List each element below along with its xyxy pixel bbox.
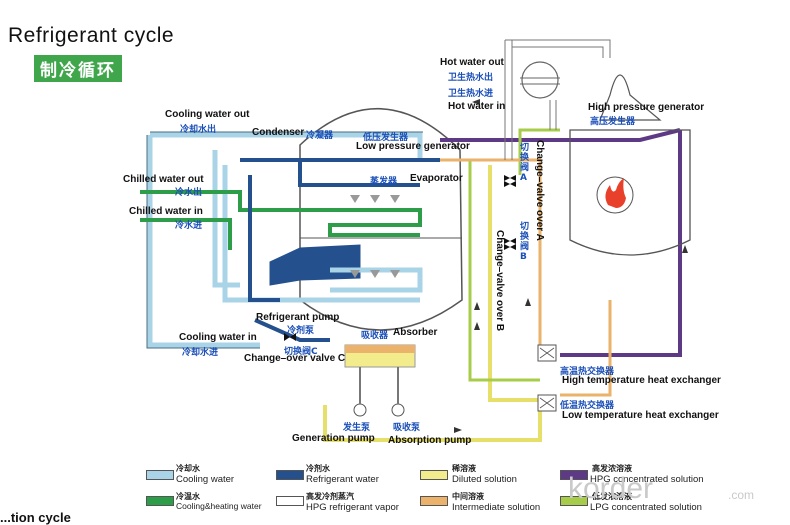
absorption-pump-icon (391, 403, 405, 417)
legend-en-1: Refrigerant water (306, 474, 379, 485)
label-absorber-zh: 吸收器 (361, 331, 389, 341)
high-pressure-generator (569, 129, 691, 256)
label-low-temp-hx: Low temperature heat exchanger (562, 410, 719, 421)
legend-en-4: Cooling&heating water (176, 501, 262, 511)
legend-zh-3: 高发浓溶液 (592, 464, 632, 473)
label-hot-water-out: Hot water out (440, 57, 504, 68)
label-chilled-water-in-zh: 冷水进 (175, 221, 203, 231)
label-change-over-valve-c-zh: 切换阀C (284, 347, 318, 357)
valve-c-icon (284, 333, 296, 341)
legend-zh-0: 冷却水 (176, 464, 200, 473)
label-evaporator: Evaporator (410, 173, 463, 184)
valve-a-icon (504, 175, 516, 187)
label-high-pressure-generator-zh: 高压发生器 (590, 117, 636, 127)
main-vessel (299, 108, 463, 331)
legend-en-7: LPG concentrated solution (590, 502, 702, 513)
legend-swatch-0 (146, 470, 174, 480)
chilled-water-lines (140, 190, 422, 250)
watermark-suffix: .com (728, 488, 755, 502)
label-generation-pump: Generation pump (292, 433, 375, 444)
label-evaporator-zh: 蒸发器 (370, 177, 398, 187)
cooling-water-lines (147, 132, 423, 348)
hot-water-exchanger (521, 61, 559, 99)
label-low-pressure-generator-zh: 低压发生器 (363, 133, 409, 143)
label-refrigerant-pump: Refrigerant pump (256, 312, 340, 323)
label-condenser-zh: 冷凝器 (306, 131, 334, 141)
legend-swatch-3 (560, 470, 588, 480)
legend-en-2: Diluted solution (452, 474, 517, 485)
generation-pump-icon (353, 403, 367, 417)
watermark: korder (568, 472, 654, 505)
legend-zh-1: 冷剂水 (306, 464, 330, 473)
valve-b-icon (504, 238, 516, 250)
label-high-pressure-generator: High pressure generator (588, 102, 705, 113)
label-cooling-water-in-zh: 冷却水进 (182, 348, 219, 358)
label-change-valve-b-zh: 切换阀B (520, 222, 530, 262)
label-low-temp-hx-zh: 低温热交换器 (560, 401, 615, 411)
flame-icon (605, 178, 626, 208)
legend-swatch-7 (560, 496, 588, 506)
label-change-valve-over-a: Change–valve over A (534, 140, 545, 241)
legend-en-3: HPG concentrated solution (590, 474, 704, 485)
legend-zh-7: 低发浓溶液 (592, 492, 632, 501)
legend-zh-5: 高发冷剂蒸汽 (306, 492, 354, 501)
hpg-concentrated-lines (440, 128, 682, 357)
label-cooling-water-out: Cooling water out (165, 109, 250, 120)
intermediate-solution-lines (440, 158, 612, 397)
label-refrigerant-pump-zh: 冷剂泵 (287, 326, 315, 336)
label-hot-water-in-zh: 卫生热水进 (448, 89, 494, 99)
legend-en-6: Intermediate solution (452, 502, 541, 513)
label-generation-pump-zh: 发生泵 (343, 423, 371, 433)
label-absorption-pump-zh: 吸收泵 (393, 423, 421, 433)
diluted-solution-lines (323, 165, 542, 442)
cooling-water-outline (146, 131, 423, 349)
label-hot-water-in: Hot water in (448, 101, 506, 112)
label-cooling-water-in: Cooling water in (179, 332, 257, 343)
refrigerant-water-lines (240, 158, 440, 342)
label-chilled-water-out-zh: 冷水出 (175, 188, 203, 198)
label-chilled-water-out: Chilled water out (123, 174, 204, 185)
label-condenser: Condenser (252, 127, 305, 138)
legend-zh-4: 冷温水 (176, 492, 200, 501)
legend-swatch-1 (276, 470, 304, 480)
legend-swatch-2 (420, 470, 448, 480)
legend-swatch-6 (420, 496, 448, 506)
legend-en-5: HPG refrigerant vapor (306, 502, 399, 513)
label-change-over-valve-c: Change–over valve C (244, 353, 346, 364)
label-hot-water-out-zh: 卫生热水出 (448, 73, 494, 83)
page-title: Refrigerant cycle (8, 24, 175, 47)
label-high-temp-hx: High temperature heat exchanger (562, 375, 721, 386)
legend-zh-6: 中间溶液 (452, 492, 484, 501)
label-cooling-water-out-zh: 冷却水出 (180, 125, 217, 135)
label-change-valve-a-zh: 切换阀A (520, 143, 530, 183)
label-low-pressure-generator: Low pressure generator (356, 141, 470, 152)
label-chilled-water-in: Chilled water in (129, 206, 203, 217)
label-high-temp-hx-zh: 高温热交换器 (560, 367, 615, 377)
legend-zh-2: 稀溶液 (452, 464, 476, 473)
footer-text: ...tion cycle (0, 510, 71, 525)
page-subtitle: 制冷循环 (34, 55, 122, 82)
legend-swatch-4 (146, 496, 174, 506)
hpg-vapor-lines (504, 39, 611, 160)
legend-en-0: Cooling water (176, 474, 235, 485)
label-change-valve-over-b: Change–valve over B (494, 230, 505, 332)
lpg-concentrated-lines (468, 128, 560, 382)
spray-nozzles (350, 195, 400, 278)
refrigerant-pool (269, 244, 361, 286)
legend-swatch-5 (276, 496, 304, 506)
label-absorber: Absorber (393, 327, 438, 338)
flow-arrows (454, 99, 688, 433)
label-absorption-pump: Absorption pump (388, 435, 472, 446)
